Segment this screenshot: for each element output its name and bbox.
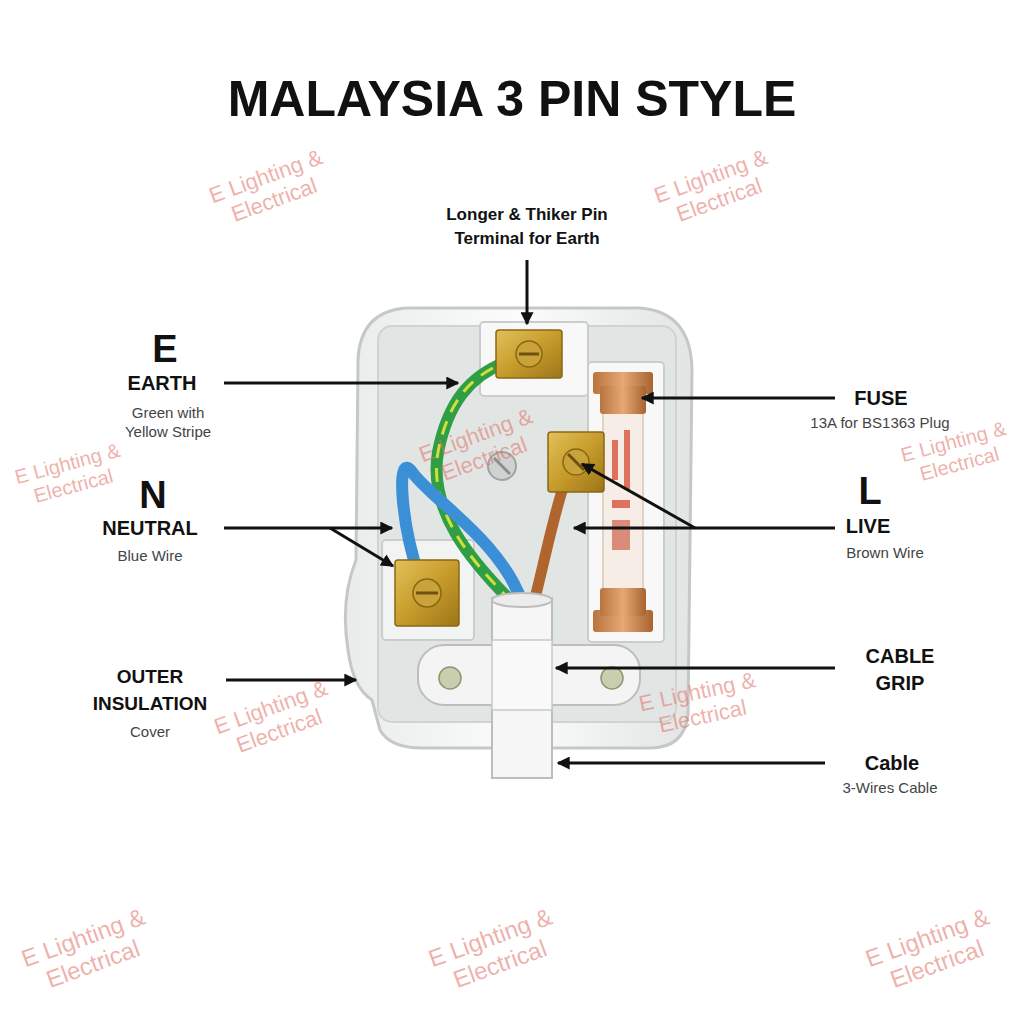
watermark: E Lighting & Electrical [8,899,168,1002]
callout-note: 13A for BS1363 Plug [795,414,965,433]
fuse-print [612,500,630,508]
neutral-housing [382,540,474,640]
cable-end [492,593,552,607]
leader-line [574,527,835,530]
fuse-cap [600,386,646,414]
watermark: E Lighting & Electrical [191,138,349,237]
terminal-letter: E [135,326,195,374]
watermark: E Lighting & Electrical [415,899,575,1002]
watermark: E Lighting & Electrical [636,138,794,237]
leader-line [526,260,529,324]
leader-line [224,382,458,385]
screw-slot [568,454,584,470]
callout-note: 3-Wires Cable [820,779,960,798]
callout-title: LIVE [838,514,898,539]
cable [492,598,552,778]
callout-title: NEUTRAL [85,516,215,541]
watermark: E Lighting & Electrical [406,400,555,495]
grip-screw [439,667,461,689]
fuse-print [624,430,630,490]
leader-line [556,667,835,670]
live-terminal [548,432,604,492]
diagram-title: MALAYSIA 3 PIN STYLE [0,68,1024,131]
watermark: E Lighting & Electrical [626,665,773,744]
callout-title: OUTER INSULATION [75,664,225,717]
fuse-print [612,440,618,480]
callout-note: Blue Wire [85,547,215,566]
watermark: E Lighting & Electrical [201,672,350,767]
terminal-screw [563,449,589,475]
callout-title: Longer & Thiker Pin Terminal for Earth [425,203,630,251]
cable [492,640,552,710]
fuse-housing [588,362,664,642]
callout-title: Cable [852,751,932,776]
leader-line [226,679,356,682]
live-wire [534,478,566,602]
fuse-body [603,410,643,592]
callout-note: Green with Yellow Stripe [113,404,223,442]
earth-housing [480,322,588,396]
terminal-screw [413,579,441,607]
neutral-terminal [395,560,459,626]
leader-line [330,528,393,566]
screw-slot [519,353,539,356]
callout-title: CABLE GRIP [845,643,955,697]
terminal-letter: N [123,472,183,520]
callout-title: FUSE [836,386,926,411]
grip-screw [601,667,623,689]
earth-terminal [496,330,562,378]
fuse-cap [600,588,646,616]
leader-line [582,464,695,528]
leader-line [642,397,835,400]
leader-line [558,762,825,765]
screw-slot [416,592,438,595]
callout-title: EARTH [102,371,222,396]
callout-note: Brown Wire [830,544,940,563]
callout-note: Cover [100,723,200,742]
fuse-print [612,520,630,550]
watermark: E Lighting & Electrical [4,436,137,513]
terminal-screw [516,341,542,367]
terminal-letter: L [840,468,900,516]
watermark: E Lighting & Electrical [852,899,1012,1002]
leader-line [224,527,392,530]
